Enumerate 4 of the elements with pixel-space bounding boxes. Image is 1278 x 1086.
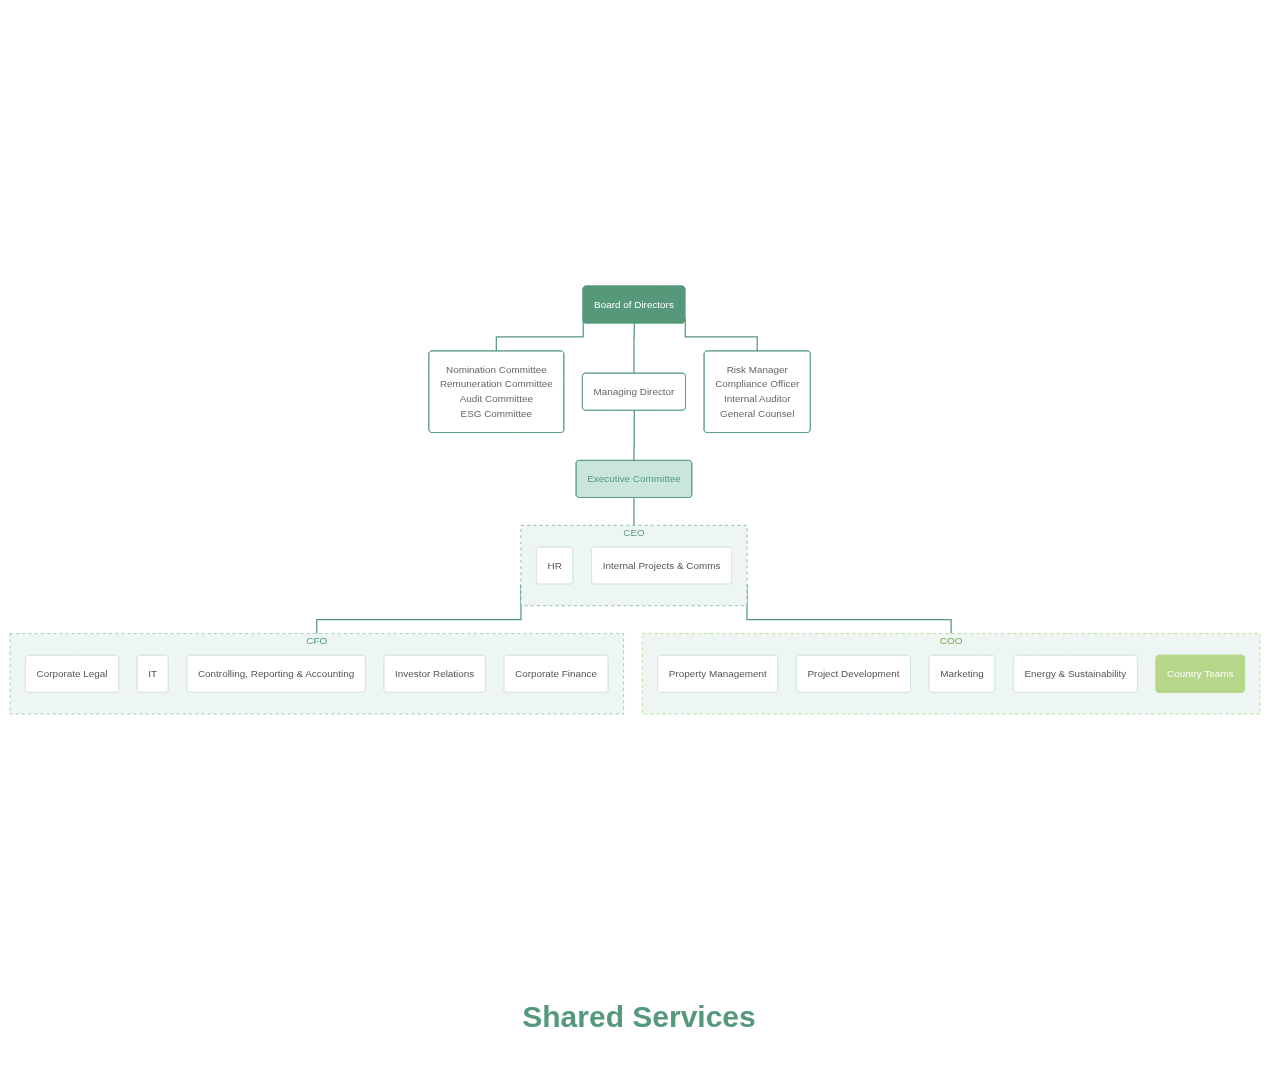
connector	[633, 410, 635, 462]
connector	[633, 322, 635, 375]
connector	[633, 496, 635, 526]
section-heading: Shared Services	[521, 1000, 757, 1034]
